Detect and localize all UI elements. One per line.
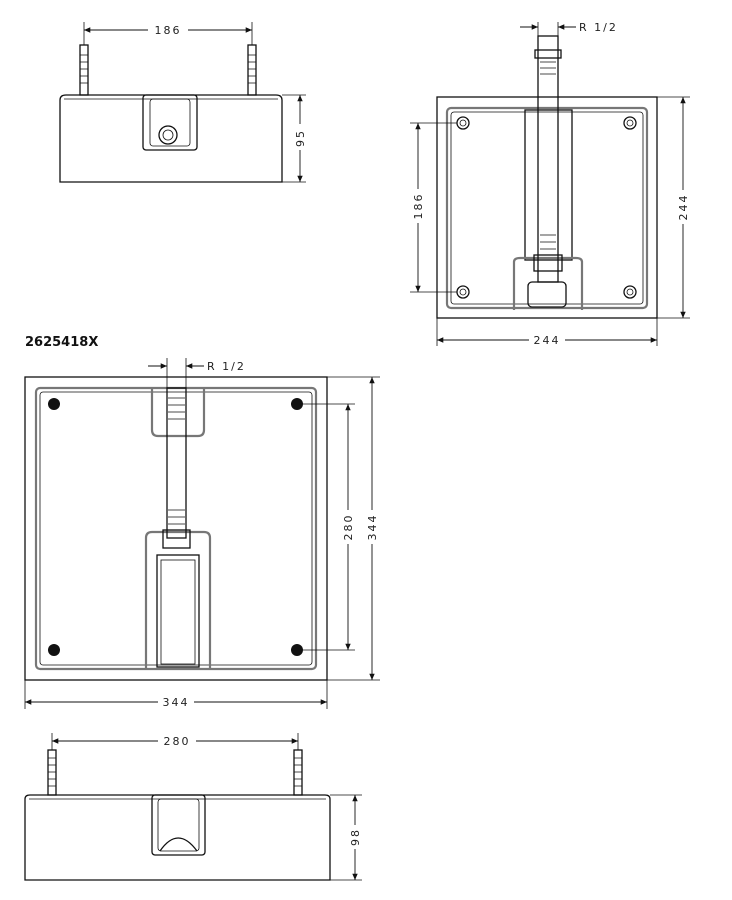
large-unit-plan-view: R 1/2 280 344 344: [24, 358, 380, 709]
small-unit-side-view: 186 95: [59, 22, 307, 183]
dim-hole-spacing-small: 186: [412, 193, 425, 220]
dim-height-plan-large: 344: [366, 514, 379, 541]
connection-label-large: R 1/2: [207, 360, 246, 373]
dim-width-plan-small: 244: [534, 334, 561, 347]
mounting-pin-right: [293, 749, 303, 796]
mounting-pin-right: [247, 44, 257, 96]
mounting-pin-left: [79, 44, 89, 96]
large-unit-side-view: 280 98: [24, 733, 362, 881]
dim-height-plan-small: 244: [677, 194, 690, 221]
dim-pin-spacing-large: 280: [164, 735, 191, 748]
dim-height-small: 95: [294, 129, 307, 147]
model-label: 2625418X: [25, 335, 98, 350]
connection-label-small: R 1/2: [579, 21, 618, 34]
dim-width-plan-large: 344: [163, 696, 190, 709]
dim-hole-spacing-large: 280: [342, 514, 355, 541]
dim-height-large: 98: [349, 828, 362, 846]
mounting-pin-left: [47, 749, 57, 796]
dim-pin-spacing-small: 186: [155, 24, 182, 37]
small-unit-plan-view: R 1/2 186 244 244: [410, 21, 690, 347]
